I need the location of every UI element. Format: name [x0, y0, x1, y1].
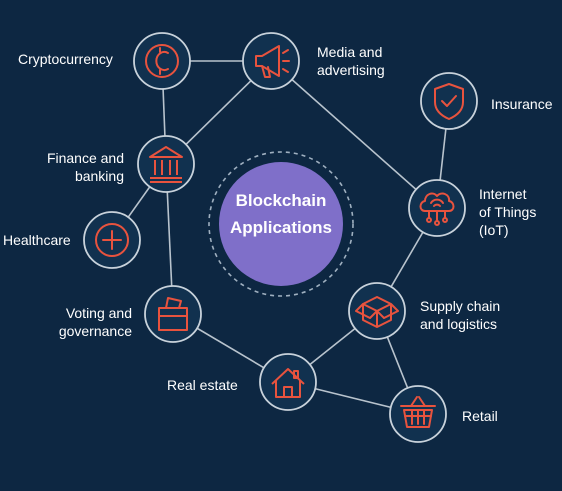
cryptocurrency-icon [145, 44, 179, 78]
label-cryptocurrency: Cryptocurrency [18, 51, 113, 67]
node-finance [137, 135, 195, 193]
label-retail: Retail [462, 408, 498, 424]
label-healthcare: Healthcare [3, 232, 71, 248]
label-media: Media and advertising [317, 44, 385, 78]
label-supply: Supply chain and logistics [420, 298, 501, 332]
node-healthcare [83, 211, 141, 269]
cloud-network-icon [419, 192, 455, 226]
center-circle [219, 162, 343, 286]
node-insurance [420, 72, 478, 130]
package-box-icon [355, 296, 399, 328]
center-title-line-1: Blockchain [235, 191, 327, 210]
center-title-line-2: Applications [229, 218, 332, 237]
bank-icon [149, 146, 183, 183]
label-finance: Finance and banking [46, 150, 124, 184]
center-dashed-ring [208, 151, 354, 297]
megaphone-icon [255, 45, 290, 78]
label-iot: Internet of Things (IoT) [479, 186, 537, 238]
node-realestate [259, 353, 317, 411]
shield-check-icon [434, 83, 464, 120]
connector-media-iot [270, 60, 438, 209]
label-realestate: Real estate [167, 377, 238, 393]
node-iot [408, 179, 466, 237]
node-voting [144, 285, 202, 343]
label-insurance: Insurance [491, 96, 553, 112]
house-icon [271, 368, 305, 398]
label-voting: Voting and governance [58, 305, 132, 339]
node-media [242, 32, 300, 90]
center-title: Blockchain Applications [212, 187, 350, 241]
shopping-basket-icon [400, 396, 436, 428]
ballot-box-icon [158, 297, 188, 331]
medical-cross-icon [95, 223, 129, 257]
node-supply [348, 282, 406, 340]
node-cryptocurrency [133, 32, 191, 90]
node-retail [389, 385, 447, 443]
